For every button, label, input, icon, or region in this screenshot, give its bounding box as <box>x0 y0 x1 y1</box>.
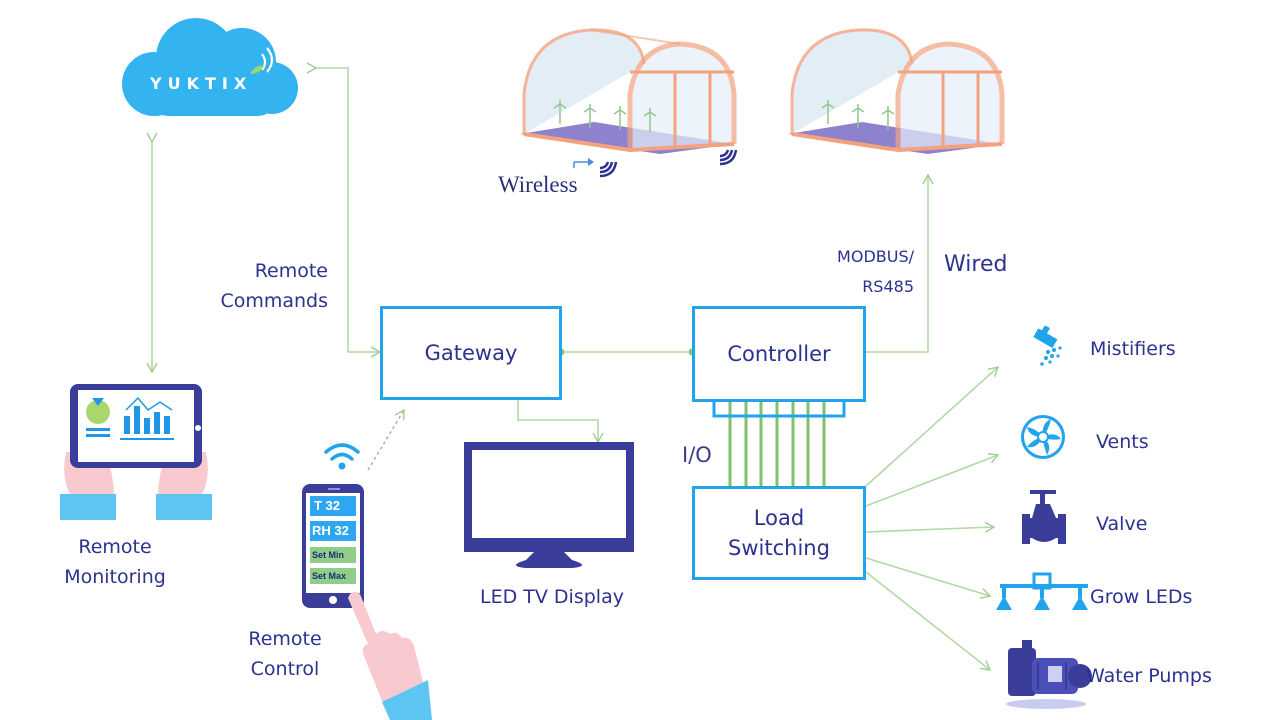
gateway-block[interactable]: Gateway <box>380 306 562 400</box>
io-label: I/O <box>682 443 712 467</box>
tablet-icon <box>60 384 212 520</box>
wireless-sensor-icon <box>719 149 738 166</box>
output-label-vents: Vents <box>1096 431 1149 453</box>
load-label-line1: Load <box>753 505 805 530</box>
cloud-brand-label: YUKTIX <box>150 74 253 93</box>
wireless-sensor-icon <box>573 158 618 178</box>
load-mistifiers-connector <box>865 366 999 487</box>
controller-greenhouse-connector <box>856 173 934 358</box>
load-switching-block[interactable]: Load Switching <box>692 486 866 580</box>
phone-set-max-button[interactable]: Set Max <box>310 568 356 584</box>
greenhouse-icon <box>788 28 1005 154</box>
modbus-label: MODBUS/ RS485 <box>837 247 914 296</box>
wireless-label: Wireless <box>498 172 578 197</box>
output-label-grow-leds: Grow LEDs <box>1090 586 1193 608</box>
water-pump-icon <box>1006 640 1092 709</box>
greenhouse-wired <box>788 24 1028 168</box>
phone-set-min-button[interactable]: Set Min <box>310 547 356 563</box>
output-label-valve: Valve <box>1096 513 1148 535</box>
gateway-label: Gateway <box>424 340 518 365</box>
phone-humidity-reading: RH 32 <box>310 521 356 541</box>
mistifier-icon <box>1033 326 1062 366</box>
greenhouse-icon <box>520 28 737 154</box>
remote-monitoring-label: Remote Monitoring <box>64 536 166 588</box>
greenhouse-wireless <box>520 24 760 168</box>
cloud-gateway-connector <box>306 62 382 358</box>
wifi-icon <box>324 443 360 470</box>
controller-label: Controller <box>727 341 831 366</box>
wired-label: Wired <box>944 252 1008 277</box>
yuktix-cloud: YUKTIX <box>104 6 304 126</box>
output-label-water-pumps: Water Pumps <box>1086 665 1212 687</box>
led-tv-icon <box>464 442 634 568</box>
phone: T 32 RH 32 Set Min Set Max <box>302 484 364 608</box>
remote-commands-label: Remote Commands <box>220 260 328 312</box>
load-valve-connector <box>865 521 996 533</box>
fan-icon <box>1021 415 1065 459</box>
load-growled-connector <box>865 557 992 599</box>
phone-temperature-reading: T 32 <box>310 496 356 516</box>
led-tv-label: LED TV Display <box>480 586 624 608</box>
valve-icon <box>1022 490 1066 544</box>
load-pumps-connector <box>865 571 992 671</box>
phone-gateway-wireless-link <box>367 408 405 471</box>
cloud-icon <box>122 18 298 116</box>
pointing-hand-icon <box>348 591 432 720</box>
gateway-tv-connector <box>517 400 604 444</box>
output-label-mistifiers: Mistifiers <box>1090 338 1176 360</box>
load-vents-connector <box>865 452 1000 507</box>
remote-control-label: Remote Control <box>248 628 322 680</box>
load-label-line2: Switching <box>728 536 830 560</box>
controller-block[interactable]: Controller <box>692 306 866 402</box>
io-bus <box>728 400 826 488</box>
grow-led-icon <box>996 572 1088 610</box>
